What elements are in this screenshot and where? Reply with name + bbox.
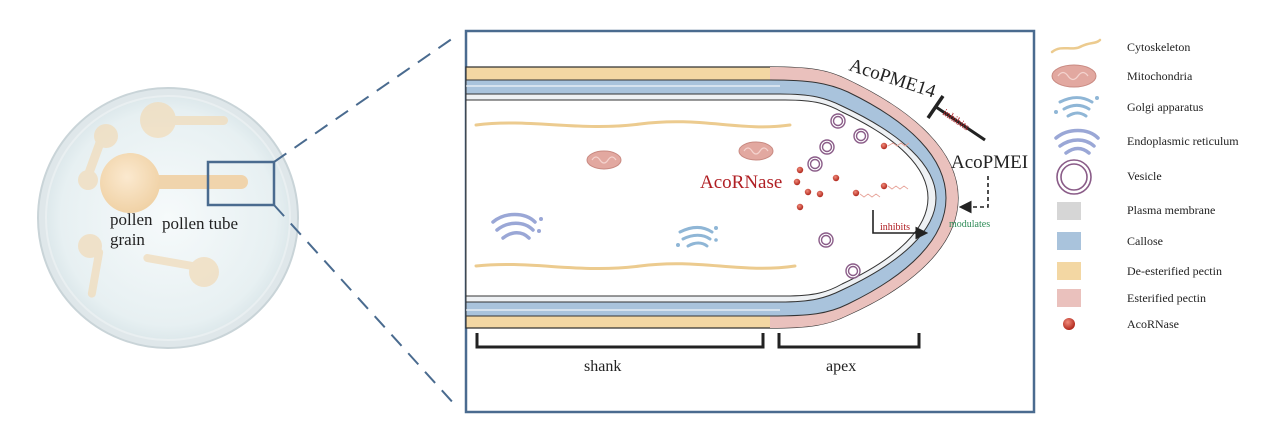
pollen-grain-small-bottom-right: [143, 254, 219, 287]
acornase-dot-icon: [1063, 318, 1075, 330]
callose-swatch: [1057, 232, 1081, 250]
acornase-dots: [793, 142, 888, 211]
legend-item-golgi: Golgi apparatus: [1054, 96, 1204, 118]
dish-inner: [45, 95, 291, 341]
cytoskeleton-icon: [1050, 38, 1102, 54]
acornase-dot: [796, 166, 804, 174]
er-icon: [1054, 128, 1100, 155]
modulates-label: modulates: [949, 219, 990, 230]
pollen-tube-cross-section: AcoRNase inhibits AcoPME14 inhibits AcoP…: [465, 55, 1028, 375]
inhibits-label-acornase: inhibits: [880, 222, 910, 233]
legend-item-acornase: AcoRNase: [1063, 317, 1179, 331]
golgi-icon: [1054, 96, 1099, 118]
legend-item-vesicle: Vesicle: [1056, 159, 1162, 195]
plasma-membrane-swatch: [1057, 202, 1081, 220]
acornase-dot: [816, 190, 824, 198]
apex-label: apex: [826, 358, 856, 375]
acopmei-label: AcoPMEI: [951, 152, 1028, 173]
petri-dish: pollen grain pollen tube: [37, 87, 299, 349]
vesicle: [845, 263, 861, 279]
acornase-dot: [793, 178, 801, 186]
vesicle-icon: [1056, 159, 1092, 195]
vesicle: [853, 128, 869, 144]
acornase-dot: [880, 142, 888, 150]
mitochondrion-1: [586, 150, 622, 170]
shank-label: shank: [584, 358, 621, 375]
vesicle: [819, 139, 835, 155]
shank-bracket: [475, 333, 765, 349]
pollen-tube-label: pollen tube: [162, 214, 238, 233]
legend-label: Golgi apparatus: [1127, 100, 1204, 114]
acornase-dot: [796, 203, 804, 211]
esterified-pectin-swatch: [1057, 289, 1081, 307]
legend-item-er: Endoplasmic reticulum: [1054, 128, 1239, 155]
legend-label: AcoRNase: [1127, 317, 1179, 331]
mitochondrion-2: [738, 141, 774, 161]
acornase-dot: [880, 182, 888, 190]
legend: Cytoskeleton Mitochondria Golgi apparatu…: [1050, 38, 1239, 331]
de-esterified-pectin-swatch: [1057, 262, 1081, 280]
acornase-dot: [832, 174, 840, 182]
legend-item-callose: Callose: [1057, 232, 1163, 250]
acornase-dot: [804, 188, 812, 196]
vesicle: [818, 232, 834, 248]
apex-bracket: [777, 333, 921, 349]
vesicles: [807, 113, 869, 279]
modulates-arrow: [958, 176, 989, 214]
pollen-grain-label-line2: grain: [110, 230, 145, 249]
legend-item-esterified-pectin: Esterified pectin: [1057, 289, 1206, 307]
pollen-grain-shape: [100, 153, 160, 213]
legend-label: De-esterified pectin: [1127, 264, 1222, 278]
vesicle: [807, 156, 823, 172]
cytoskeleton-strand-top: [474, 120, 792, 129]
legend-label: Mitochondria: [1127, 69, 1193, 83]
legend-item-plasma-membrane: Plasma membrane: [1057, 202, 1215, 220]
pollen-grain-small-top-right: [140, 102, 228, 138]
legend-item-mitochondria: Mitochondria: [1051, 64, 1193, 88]
legend-label: Endoplasmic reticulum: [1127, 134, 1239, 148]
legend-label: Callose: [1127, 234, 1163, 248]
pollen-grain-small-top-left: [78, 124, 118, 190]
legend-label: Cytoskeleton: [1127, 40, 1190, 54]
acornase-label: AcoRNase: [700, 172, 782, 193]
mitochondria-icon: [1051, 64, 1097, 88]
inhibits-path-acornase: [872, 210, 929, 240]
vesicle: [830, 113, 846, 129]
zoom-rectangle: [206, 160, 276, 207]
legend-item-de-esterified-pectin: De-esterified pectin: [1057, 262, 1222, 280]
legend-item-cytoskeleton: Cytoskeleton: [1050, 38, 1190, 54]
legend-label: Vesicle: [1127, 169, 1162, 183]
endoplasmic-reticulum: [491, 212, 543, 240]
legend-label: Esterified pectin: [1127, 291, 1206, 305]
cytoplasm: [465, 99, 929, 297]
cytoskeleton-strand-bottom: [474, 262, 797, 271]
legend-label: Plasma membrane: [1127, 203, 1215, 217]
zoom-connectors: [273, 35, 457, 407]
pollen-grain-small-bottom-left: [78, 234, 104, 298]
acornase-dot: [852, 189, 860, 197]
rna-squiggles: [859, 142, 910, 198]
golgi-apparatus: [676, 226, 718, 248]
pollen-grain-label-line1: pollen: [110, 210, 153, 229]
pollen-grain-main: [100, 153, 248, 213]
pollen-tube-shape: [140, 175, 248, 189]
